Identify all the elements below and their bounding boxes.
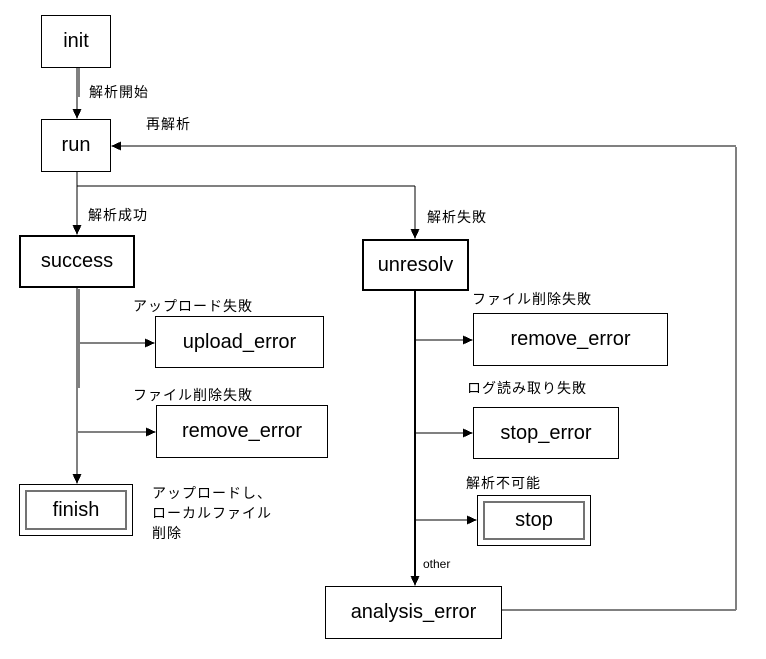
edge-run-success (72, 172, 82, 235)
edge-label-analysis-failure: 解析失敗 (427, 209, 487, 225)
node-upload-error: upload_error (155, 316, 324, 368)
edge-unresolv-analysis-error (410, 291, 420, 586)
edge-init-run (72, 68, 82, 119)
edge-success-finish (72, 288, 82, 484)
edge-unresolv-remove-error (416, 335, 473, 345)
edge-success-remove-error (78, 427, 156, 437)
edge-label-unanalyzable: 解析不可能 (466, 475, 541, 491)
edge-label-rerun: 再解析 (146, 116, 191, 132)
node-stop: stop (477, 495, 591, 546)
node-remove-error-left: remove_error (156, 405, 328, 458)
edge-label-finish-note: アップロードし、 ローカルファイル 削除 (152, 483, 272, 543)
node-analysis-error: analysis_error (325, 586, 502, 639)
node-unresolv: unresolv (362, 239, 469, 291)
edge-label-file-remove-failure-right: ファイル削除失敗 (472, 291, 592, 307)
finish-note-line2: ローカルファイル (152, 505, 272, 521)
edge-label-other: other (423, 557, 451, 571)
node-success: success (19, 235, 135, 288)
node-run: run (41, 119, 111, 172)
finish-note-line1: アップロードし、 (152, 485, 272, 501)
edge-success-upload-error (78, 338, 155, 348)
edge-label-upload-failure: アップロード失敗 (133, 298, 253, 314)
edge-unresolv-stop (416, 515, 477, 525)
edge-run-unresolv (77, 185, 420, 239)
edge-label-start: 解析開始 (89, 84, 149, 100)
node-stop-inner: stop (483, 501, 585, 540)
finish-note-line3: 削除 (152, 525, 182, 541)
node-finish-inner: finish (25, 490, 127, 530)
node-init: init (41, 15, 111, 68)
node-stop-error: stop_error (473, 407, 619, 459)
node-remove-error-right: remove_error (473, 313, 668, 366)
edge-label-file-remove-failure-left: ファイル削除失敗 (133, 387, 253, 403)
edge-analysis-error-run (111, 141, 737, 611)
edge-label-analysis-success: 解析成功 (88, 207, 148, 223)
edge-unresolv-stop-error (416, 428, 473, 438)
node-finish: finish (19, 484, 133, 536)
edge-label-log-read-failure: ログ読み取り失敗 (467, 380, 587, 396)
